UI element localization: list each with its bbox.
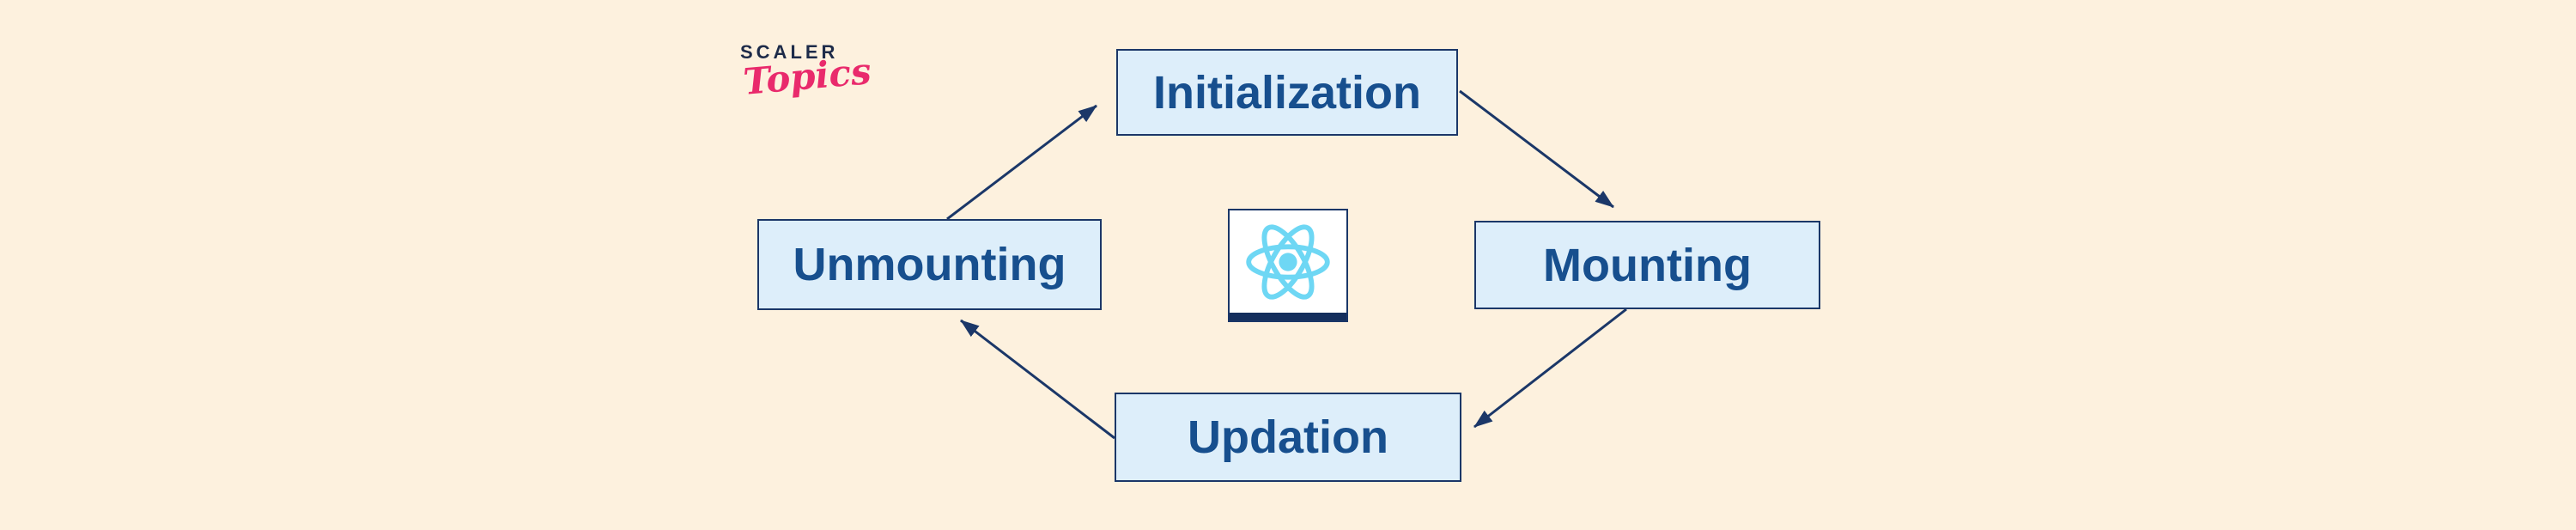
node-unmounting-label: Unmounting <box>793 239 1066 290</box>
brand-name-scaler: SCALER <box>740 41 839 63</box>
node-updation: Updation <box>1115 393 1461 482</box>
node-initialization: Initialization <box>1116 49 1458 136</box>
arrow-mounting-to-updation <box>1473 308 1627 429</box>
scaler-topics-logo: SCALER Topics <box>740 41 878 103</box>
arrow-initialization-to-mounting <box>1459 89 1614 209</box>
react-logo-icon <box>1246 224 1330 300</box>
arrow-unmounting-to-initialization <box>946 104 1097 221</box>
node-unmounting: Unmounting <box>757 219 1102 310</box>
node-updation-label: Updation <box>1188 411 1388 463</box>
react-card-bottom-bar <box>1230 313 1346 320</box>
arrow-updation-to-unmounting <box>960 319 1115 440</box>
node-initialization-label: Initialization <box>1152 66 1421 119</box>
node-mounting: Mounting <box>1474 221 1820 309</box>
node-mounting-label: Mounting <box>1543 239 1752 291</box>
react-logo-card <box>1228 209 1348 322</box>
